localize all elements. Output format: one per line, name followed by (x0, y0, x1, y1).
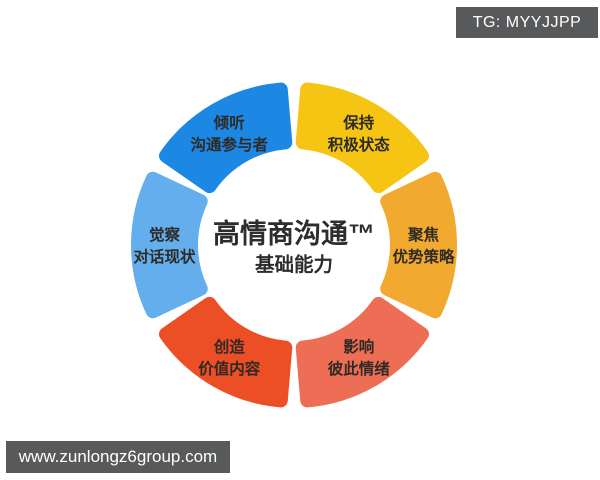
donut-segment-influence (295, 296, 429, 408)
website-watermark-text: www.zunlongz6group.com (18, 447, 218, 466)
segment-label-positive: 保持积极状态 (328, 113, 391, 154)
segment-label-listen: 倾听沟通参与者 (190, 113, 268, 154)
donut-segment-listen (159, 82, 293, 194)
donut-segment-create (159, 296, 293, 408)
telegram-watermark-text: TG: MYYJJPP (472, 13, 582, 31)
diagram-center-title: 高情商沟通™ (213, 218, 375, 249)
donut-segment-positive (295, 82, 429, 194)
telegram-watermark-badge: TG: MYYJJPP (456, 7, 598, 38)
diagram-center-subtitle: 基础能力 (254, 253, 333, 276)
donut-segment-aware (131, 171, 208, 319)
segment-label-focus: 聚焦优势策略 (392, 225, 455, 266)
website-watermark-badge: www.zunlongz6group.com (6, 441, 230, 473)
segment-label-aware: 觉察对话现状 (133, 225, 196, 266)
segment-label-create: 创造价值内容 (198, 337, 261, 378)
segment-label-influence: 影响彼此情绪 (328, 337, 391, 378)
donut-segment-focus (380, 171, 457, 319)
